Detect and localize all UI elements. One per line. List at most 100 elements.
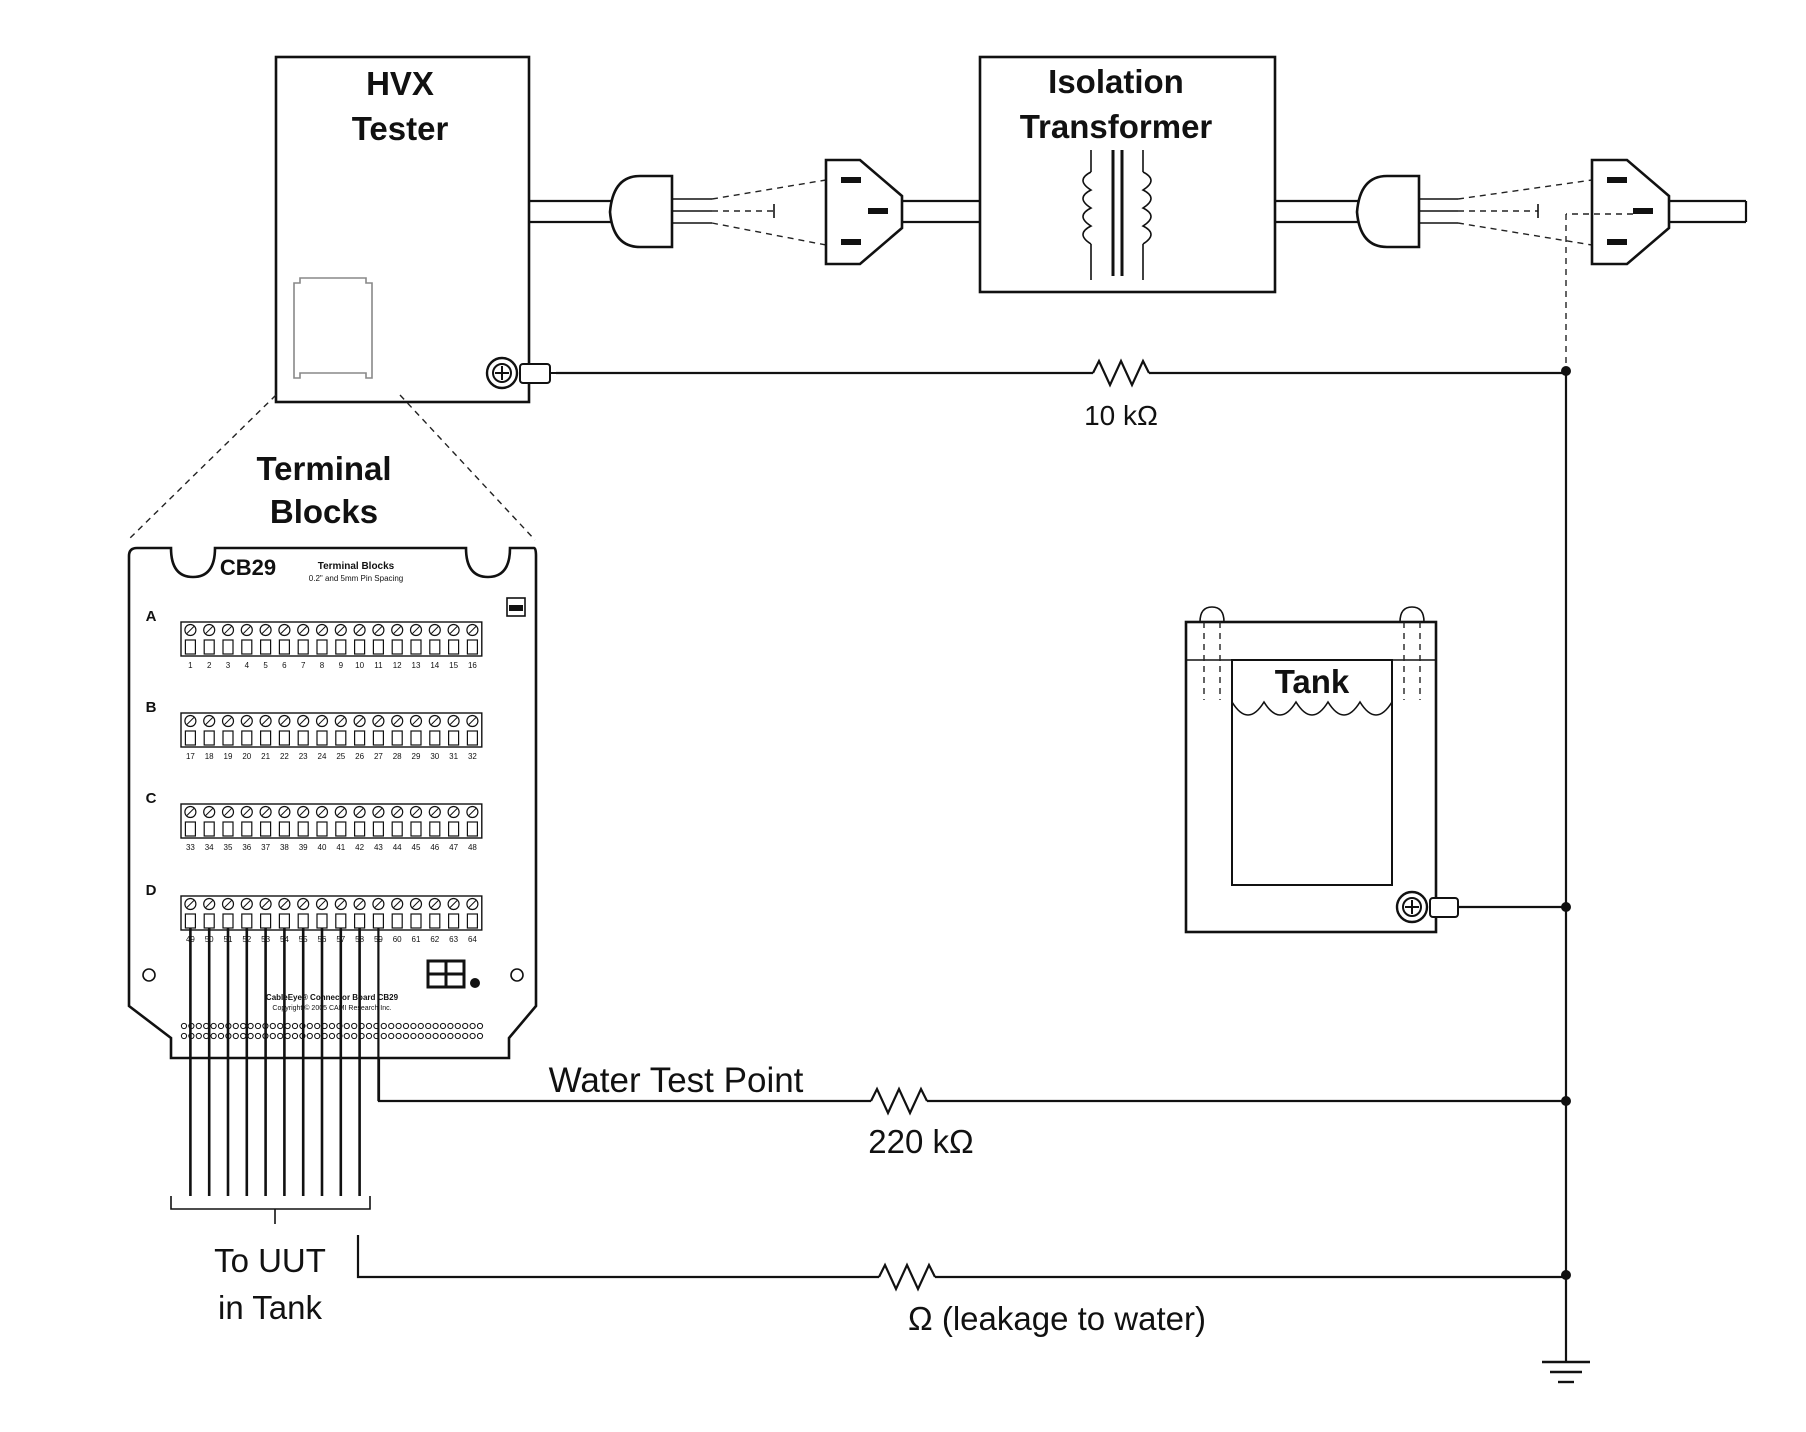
pin-number: 2: [207, 661, 212, 670]
pin-number: 5: [263, 661, 268, 670]
board-model: CB29: [220, 555, 276, 580]
terminal-row-d: D49505152535455565758596061626364: [146, 882, 483, 944]
terminal-screw: [203, 805, 216, 837]
pin-number: 44: [393, 843, 402, 852]
pin-number: 43: [374, 843, 383, 852]
cb29-board: CB29 Terminal Blocks 0.2" and 5mm Pin Sp…: [127, 546, 538, 1060]
terminal-screw: [278, 805, 291, 837]
board-footer-line1: CableEye® Connector Board CB29: [266, 993, 399, 1002]
pin-number: 13: [412, 661, 421, 670]
water-test-line: Water Test Point 220 kΩ: [377, 930, 1566, 1160]
pin-number: 19: [224, 752, 233, 761]
terminal-screw: [391, 805, 404, 837]
terminal-screw: [391, 897, 404, 929]
pin-number: 38: [280, 843, 289, 852]
pin-number: 30: [430, 752, 439, 761]
pin-number: 28: [393, 752, 402, 761]
power-cord-2: [1275, 174, 1593, 249]
terminal-blocks-title-line2: Blocks: [270, 493, 378, 530]
terminal-screw: [466, 897, 479, 929]
terminal-screw: [372, 714, 385, 746]
pin-number: 24: [318, 752, 327, 761]
terminal-screw: [259, 623, 272, 655]
pin-number: 60: [393, 935, 402, 944]
terminal-screw: [278, 897, 291, 929]
terminal-screw: [353, 897, 366, 929]
terminal-screw: [334, 623, 347, 655]
terminal-screw: [240, 805, 253, 837]
hvx-title-line1: HVX: [366, 65, 434, 102]
terminal-screw: [315, 714, 329, 746]
pin-number: 29: [412, 752, 421, 761]
plug-1-icon: [608, 174, 674, 249]
mount-hole-left: [142, 968, 156, 982]
terminal-screw: [184, 623, 197, 655]
water-test-point-label: Water Test Point: [549, 1061, 804, 1100]
terminal-screw: [203, 897, 216, 929]
hvx-tester: HVX Tester: [274, 55, 556, 404]
pin-number: 34: [205, 843, 214, 852]
terminal-screw: [447, 714, 460, 746]
pin-number: 33: [186, 843, 195, 852]
terminal-screw: [184, 805, 197, 837]
isolation-transformer: Isolation Transformer: [978, 55, 1277, 294]
pin-number: 18: [205, 752, 214, 761]
plug-2-icon: [1355, 174, 1421, 249]
terminal-screw: [391, 623, 404, 655]
pin-number: 45: [412, 843, 421, 852]
pin-number: 32: [468, 752, 477, 761]
terminal-screw: [240, 897, 253, 929]
pin-number: 63: [449, 935, 458, 944]
terminal-screw: [203, 623, 216, 655]
terminal-screw: [221, 805, 235, 837]
terminal-screw: [259, 805, 272, 837]
pin-number: 64: [468, 935, 477, 944]
mount-hole-right: [510, 968, 524, 982]
tank-ground-terminal-icon: [1395, 890, 1459, 924]
terminal-screw: [278, 714, 291, 746]
leakage-label: Ω (leakage to water): [908, 1300, 1206, 1337]
terminal-screw: [315, 623, 329, 655]
row-letter: B: [146, 699, 157, 716]
ground-bus: [1561, 366, 1571, 1362]
pin-number: 61: [412, 935, 421, 944]
pin-number: 46: [430, 843, 439, 852]
tank: Tank: [1184, 606, 1459, 934]
terminal-screw: [334, 714, 347, 746]
transformer-coil-icon: [1082, 150, 1152, 280]
terminal-screw: [203, 714, 216, 746]
pin-number: 42: [355, 843, 364, 852]
hvx-title-line2: Tester: [352, 110, 449, 147]
pin-number: 26: [355, 752, 364, 761]
terminal-screw: [409, 623, 423, 655]
uut-label-line2: in Tank: [218, 1289, 322, 1326]
pin-number: 62: [430, 935, 439, 944]
pin-number: 3: [226, 661, 231, 670]
pin-number: 41: [336, 843, 345, 852]
pin-number: 10: [355, 661, 364, 670]
pin-number: 7: [301, 661, 306, 670]
terminal-screw: [221, 623, 235, 655]
terminal-screw: [428, 897, 441, 929]
uut-label-line1: To UUT: [214, 1242, 326, 1279]
via-hole-grid: [180, 1022, 484, 1040]
iso-title-line1: Isolation: [1048, 63, 1184, 100]
tank-label: Tank: [1275, 663, 1350, 700]
pin-number: 12: [393, 661, 402, 670]
pin-number: 14: [430, 661, 439, 670]
resistor-10k-label: 10 kΩ: [1084, 400, 1158, 431]
row-letter: C: [146, 790, 157, 807]
row-letter: D: [146, 882, 157, 899]
pin-number: 17: [186, 752, 195, 761]
cableeye-logo-icon: [426, 959, 480, 989]
terminal-screw: [184, 714, 197, 746]
pin-number: 15: [449, 661, 458, 670]
callout-line-left: [127, 394, 277, 541]
pin-number: 8: [320, 661, 325, 670]
terminal-screw: [391, 714, 404, 746]
terminal-screw: [297, 897, 310, 929]
pin-number: 21: [261, 752, 270, 761]
